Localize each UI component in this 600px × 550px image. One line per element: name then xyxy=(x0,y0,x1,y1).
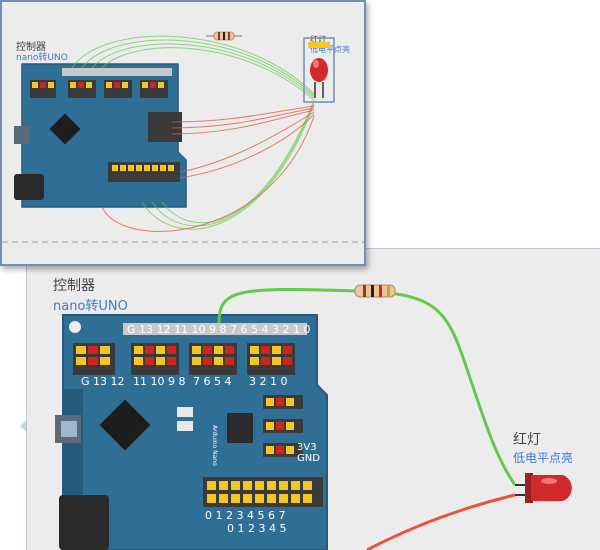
red-led[interactable] xyxy=(515,473,572,503)
green-wire[interactable] xyxy=(217,288,517,486)
bottom-pin-row1: 0 1 2 3 4 5 6 7 xyxy=(205,509,285,522)
top-pin-labels: G 13 12 11 10 9 8 7 6 5 4 3 2 1 0 xyxy=(127,323,310,336)
header-group-3-0[interactable] xyxy=(247,343,295,375)
side-collapse-marker[interactable] xyxy=(20,420,26,432)
overview-thumbnail[interactable]: 控制器 nano转UNO 红灯 低电平点亮 xyxy=(0,0,366,266)
pin-label-gnd: GND xyxy=(297,453,320,464)
controller-label: 控制器 xyxy=(53,278,95,294)
led-label: 红灯 xyxy=(513,432,541,448)
side-header-3[interactable] xyxy=(263,443,303,457)
thumb-led-label: 红灯 xyxy=(310,35,326,44)
thumb-circuit-svg xyxy=(2,31,364,243)
thumb-led-selected[interactable] xyxy=(303,37,335,103)
pin-label-11-8: 11 10 9 8 xyxy=(133,375,185,388)
pin-label-7-4: 7 6 5 4 xyxy=(193,375,231,388)
led-sublabel: 低电平点亮 xyxy=(513,451,574,465)
main-circuit-svg: G 13 12 11 10 9 8 7 6 5 4 3 2 1 0 G 13 1… xyxy=(55,284,572,550)
bottom-header[interactable] xyxy=(203,477,323,507)
main-canvas[interactable]: 控制器 nano转UNO 红灯 低电平点亮 xyxy=(26,248,600,550)
thumb-controller-sublabel: nano转UNO xyxy=(16,53,68,63)
thumb-controller-label: 控制器 xyxy=(16,42,46,53)
power-jack xyxy=(59,495,109,550)
resistor[interactable] xyxy=(354,284,396,298)
red-wire[interactable] xyxy=(366,493,516,550)
icsp-header xyxy=(227,413,253,443)
thumb-green-wires xyxy=(71,35,315,230)
header-group-g1312[interactable] xyxy=(73,343,115,375)
pin-label-3-0: 3 2 1 0 xyxy=(249,375,287,388)
bottom-pin-row2: 0 1 2 3 4 5 xyxy=(227,522,286,535)
thumb-red-wires xyxy=(101,105,315,232)
thumb-led-sublabel: 低电平点亮 xyxy=(310,45,350,54)
thumb-resistor[interactable] xyxy=(206,31,242,41)
header-group-7-4[interactable] xyxy=(189,343,237,375)
controller-sublabel: nano转UNO xyxy=(53,299,128,314)
side-header-1[interactable] xyxy=(263,395,303,409)
pin-label-g1312: G 13 12 xyxy=(81,375,125,388)
chip-caption: Arduino Nano xyxy=(211,425,218,466)
header-group-11-8[interactable] xyxy=(131,343,179,375)
side-header-2[interactable] xyxy=(263,419,303,433)
pin-label-3v3: 3V3 xyxy=(297,442,317,453)
